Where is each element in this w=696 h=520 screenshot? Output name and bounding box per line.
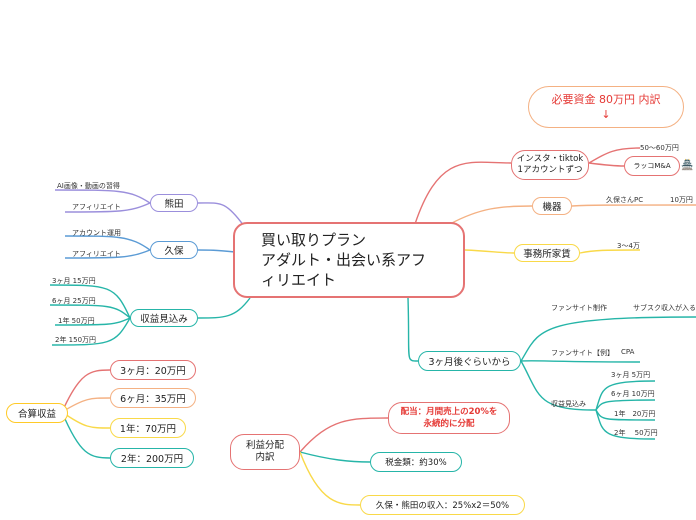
rakko-icon: 🏯 <box>681 160 694 171</box>
fansite-production: ファンサイト制作 <box>551 304 607 312</box>
equipment-price: 10万円 <box>670 196 693 204</box>
insta-tiktok-node[interactable]: インスタ・tiktok 1アカウントずつ <box>511 150 589 180</box>
dividend-node[interactable]: 配当：月間売上の20%を 永続的に分配 <box>388 402 510 434</box>
budget-breakdown-node[interactable]: 必要資金 80万円 内訳 ↓ <box>528 86 684 128</box>
equipment-item: 久保さんPC <box>606 196 644 204</box>
revenue-projection-right: 収益見込み <box>551 400 586 408</box>
profit-distribution-node[interactable]: 利益分配 内訳 <box>230 434 300 470</box>
left-projection-3m: 3ヶ月 15万円 <box>52 277 96 285</box>
office-rent-node[interactable]: 事務所家賃 <box>514 244 580 262</box>
income-node[interactable]: 久保・熊田の収入：25%x2＝50% <box>360 495 525 515</box>
insta-price: 50～60万円 <box>640 144 679 152</box>
combined-revenue-label: 合算収益 <box>17 409 56 420</box>
combined-revenue-node[interactable]: 合算収益 <box>6 403 68 423</box>
kubo-affiliate: アフィリエイト <box>72 250 121 258</box>
right-projection-2y: 2年 50万円 <box>614 429 658 437</box>
rakko-label: ラッコM&A <box>633 162 671 170</box>
central-topic[interactable]: 買い取りプラン アダルト・出会い系アフ ィリエイト <box>233 222 465 298</box>
combined-6m-node[interactable]: 6ヶ月：35万円 <box>110 388 196 408</box>
right-projection-6m: 6ヶ月 10万円 <box>611 390 655 398</box>
three-months-label: 3ヶ月後ぐらいから <box>428 357 511 368</box>
central-topic-line2: アダルト・出会い系アフ <box>261 251 427 269</box>
right-projection-3m: 3ヶ月 5万円 <box>611 371 651 379</box>
kumada-affiliate: アフィリエイト <box>72 203 121 211</box>
combined-2y-node[interactable]: 2年：200万円 <box>110 448 194 468</box>
right-projection-1y: 1年 20万円 <box>614 410 656 418</box>
dividend-label: 配当：月間売上の20%を <box>400 407 498 417</box>
kubo-label: 久保 <box>164 246 184 257</box>
revenue-projection-left-label: 収益見込み <box>140 314 188 325</box>
cpa-label: CPA <box>621 348 635 356</box>
down-arrow-icon: ↓ <box>601 108 611 121</box>
left-projection-6m: 6ヶ月 25万円 <box>52 297 96 305</box>
kumada-skill: AI画像・動画の習得 <box>57 182 120 190</box>
budget-title: 必要資金 80万円 内訳 <box>551 93 661 106</box>
combined-1y-node[interactable]: 1年：70万円 <box>110 418 186 438</box>
left-projection-1y: 1年 50万円 <box>58 317 95 325</box>
central-topic-line3: ィリエイト <box>261 271 337 289</box>
office-rent-price: 3～4万 <box>617 242 640 250</box>
left-projection-2y: 2年 150万円 <box>55 336 97 344</box>
office-rent-label: 事務所家賃 <box>523 249 571 260</box>
dividend-sublabel: 永続的に分配 <box>423 419 475 429</box>
combined-3m-label: 3ヶ月：20万円 <box>120 366 186 377</box>
kumada-label: 熊田 <box>164 199 184 210</box>
combined-2y-label: 2年：200万円 <box>120 454 184 465</box>
tax-label: 税金類：約30% <box>385 458 447 468</box>
income-label: 久保・熊田の収入：25%x2＝50% <box>375 501 510 511</box>
three-months-node[interactable]: 3ヶ月後ぐらいから <box>418 351 521 371</box>
combined-1y-label: 1年：70万円 <box>119 424 177 435</box>
profit-distribution-sublabel: 内訳 <box>255 452 275 463</box>
rakko-node[interactable]: ラッコM&A <box>624 156 680 176</box>
kubo-node[interactable]: 久保 <box>150 241 198 259</box>
insta-tiktok-sublabel: 1アカウントずつ <box>517 165 583 175</box>
profit-distribution-label: 利益分配 <box>245 440 284 451</box>
revenue-projection-left-node[interactable]: 収益見込み <box>130 309 198 327</box>
fansite-example: ファンサイト【例】 <box>551 349 614 357</box>
subscription-income: サブスク収入が入る <box>633 304 696 312</box>
insta-tiktok-label: インスタ・tiktok <box>516 154 584 164</box>
kubo-account-ops: アカウント運用 <box>72 229 121 237</box>
combined-6m-label: 6ヶ月：35万円 <box>120 394 186 405</box>
tax-node[interactable]: 税金類：約30% <box>370 452 462 472</box>
central-topic-line1: 買い取りプラン <box>261 231 367 249</box>
equipment-label: 機器 <box>542 202 562 213</box>
combined-3m-node[interactable]: 3ヶ月：20万円 <box>110 360 196 380</box>
kumada-node[interactable]: 熊田 <box>150 194 198 212</box>
equipment-node[interactable]: 機器 <box>532 197 572 215</box>
